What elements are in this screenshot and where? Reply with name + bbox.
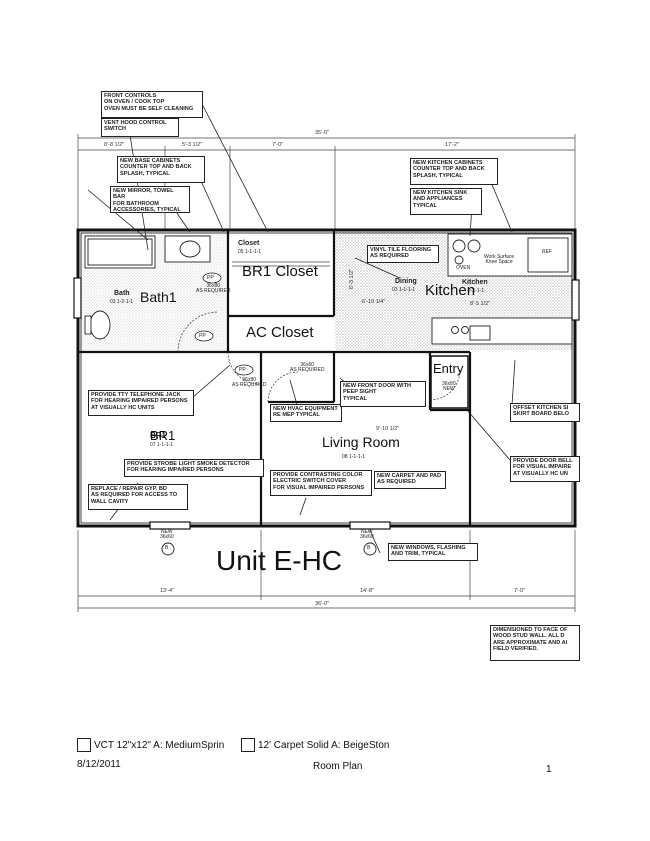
legend-label-vct: VCT 12"x12" A: MediumSprin: [94, 740, 225, 751]
window-markers: [161, 542, 377, 556]
note-mirror: NEW MIRROR, TOWEL BAR FOR BATHROOM ACCES…: [110, 186, 190, 213]
note-carpet: NEW CARPET AND PAD AS REQUIRED: [374, 471, 446, 489]
dim-top-2: 5'-3 1/2": [182, 142, 203, 148]
tag-dining: Dining: [395, 278, 417, 285]
tag-oven: OVEN: [456, 265, 471, 271]
note-base-cabinets: NEW BASE CABINETS COUNTER TOP AND BACK S…: [117, 156, 205, 183]
window-marker-1: B: [165, 545, 169, 551]
room-label-bath: Bath1: [140, 289, 177, 305]
tag-ref: REF: [542, 249, 552, 255]
room-label-living: Living Room: [322, 434, 400, 450]
room-label-kitchen: Kitchen: [425, 282, 476, 299]
note-tty: PROVIDE TTY TELEPHONE JACK FOR HEARING I…: [88, 390, 194, 416]
room-label-entry: Entry: [433, 361, 464, 376]
footer-date: 8/12/2011: [77, 759, 121, 770]
note-hvac: NEW HVAC EQUIPMENT RE MEP TYPICAL: [270, 404, 342, 422]
dim-top-4: 17'-2": [445, 142, 460, 148]
note-front-controls: FRONT CONTROLS ON OVEN / COOK TOP OVEN M…: [101, 91, 203, 118]
note-windows: NEW WINDOWS, FLASHING AND TRIM, TYPICAL: [388, 543, 478, 561]
door-tag-bath: 36x80 AS REQUIRED: [196, 283, 231, 295]
door-tag-pp2: PP: [199, 333, 206, 339]
door-tag-ovals: [194, 272, 254, 376]
note-vent-hood: VENT HOOD CONTROL SWITCH: [101, 118, 179, 137]
note-front-door: NEW FRONT DOOR WITH PEEP SIGHT TYPICAL: [340, 381, 426, 407]
legend-label-carpet: 12' Carpet Solid A: BeigeSton: [258, 740, 390, 751]
door-tag-pp3: PP: [239, 367, 246, 373]
legend-swatch-vct: [77, 738, 91, 752]
note-strobe: PROVIDE STROBE LIGHT SMOKE DETECTOR FOR …: [124, 459, 264, 477]
tag-dining-code: 03 1-1-1-1: [392, 287, 416, 293]
footer-page-number: 1: [546, 764, 552, 775]
dim-bottom-3: 7'-0": [514, 588, 525, 594]
dim-counter: 6'-3 1/2": [349, 268, 356, 290]
room-label-closet: BR1 Closet: [242, 263, 318, 280]
bottom-dimension-lines: [77, 530, 576, 612]
dim-bottom-2: 14'-8": [360, 588, 375, 594]
dim-overall-bottom: 36'-0": [315, 601, 330, 607]
note-vinyl-tile: VINYL TILE FLOORING AS REQUIRED: [367, 245, 439, 263]
tag-closet: Closet: [238, 240, 260, 247]
note-offset-kitchen: OFFSET KITCHEN SI SKIRT BOARD BELO: [510, 403, 580, 422]
door-tag-bed: 36x60 AS REQUIRED: [290, 362, 325, 374]
room-label-ac-closet: AC Closet: [246, 324, 314, 341]
note-kitchen-sink: NEW KITCHEN SINK AND APPLIANCES TYPICAL: [410, 188, 482, 215]
note-switch-cover: PROVIDE CONTRASTING COLOR ELECTRIC SWITC…: [270, 470, 372, 496]
window-tag-1: NEW 36x60: [160, 529, 174, 541]
dim-bottom-1: 13'-4": [160, 588, 175, 594]
tag-bath-code: 03 1-2-1-1: [110, 299, 134, 305]
dim-overall-top: 35'-0": [315, 130, 330, 136]
dim-kitchen-2: 8'-5 1/2": [470, 301, 491, 307]
dim-living: 9'-10 1/2": [376, 426, 400, 432]
dim-top-3: 7'-0": [272, 142, 283, 148]
door-tag-closet: 36x80 AS REQUIRED: [232, 377, 267, 389]
tag-bath: Bath: [114, 290, 130, 297]
plan-title: Unit E-HC: [216, 545, 343, 576]
note-gyp: REPLACE / REPAIR GYP. BD AS REQUIRED FOR…: [88, 484, 188, 510]
tag-kitchen-code: 2-1-1-1: [468, 288, 485, 294]
bath-fixtures: [84, 235, 211, 340]
tag-closet-code: 05 1-1-1-1: [238, 249, 262, 255]
note-kitchen-cabinets: NEW KITCHEN CABINETS COUNTER TOP AND BAC…: [410, 158, 498, 185]
note-door-bell: PROVIDE DOOR BELL FOR VISUAL IMPAIRE AT …: [510, 456, 580, 482]
note-dimensioned: DIMENSIONED TO FACE OF WOOD STUD WALL. A…: [490, 625, 580, 661]
top-dimension-lines: [77, 134, 576, 230]
kitchen-counters: [431, 233, 573, 345]
tag-work-surface: Work Surface Knee Space: [484, 254, 515, 266]
room-label-bedroom: BR1: [150, 428, 176, 443]
door-swings: [177, 311, 461, 403]
window-marker-2: B: [367, 545, 371, 551]
footer-title: Room Plan: [313, 761, 363, 772]
tag-bedroom: BR1: [150, 431, 167, 440]
tag-kitchen: Kitchen: [462, 279, 488, 286]
exterior-walls: [76, 228, 577, 528]
door-tag-pp1: PP: [207, 275, 214, 281]
dim-top-1: 8'-8 1/2": [104, 142, 125, 148]
legend-swatch-carpet: [241, 738, 255, 752]
door-tag-entry: 36x80 NEW: [442, 381, 456, 393]
tag-bedroom-code: 07 1-1-1-1: [150, 442, 174, 448]
closet-shelves: [232, 261, 330, 267]
windows: [73, 277, 580, 530]
window-tag-2: NEW 36x60: [360, 529, 374, 541]
tag-living-code: 08 1-1-1-1: [342, 454, 366, 460]
dim-kitchen-1: 6'-10 1/4": [362, 299, 386, 305]
